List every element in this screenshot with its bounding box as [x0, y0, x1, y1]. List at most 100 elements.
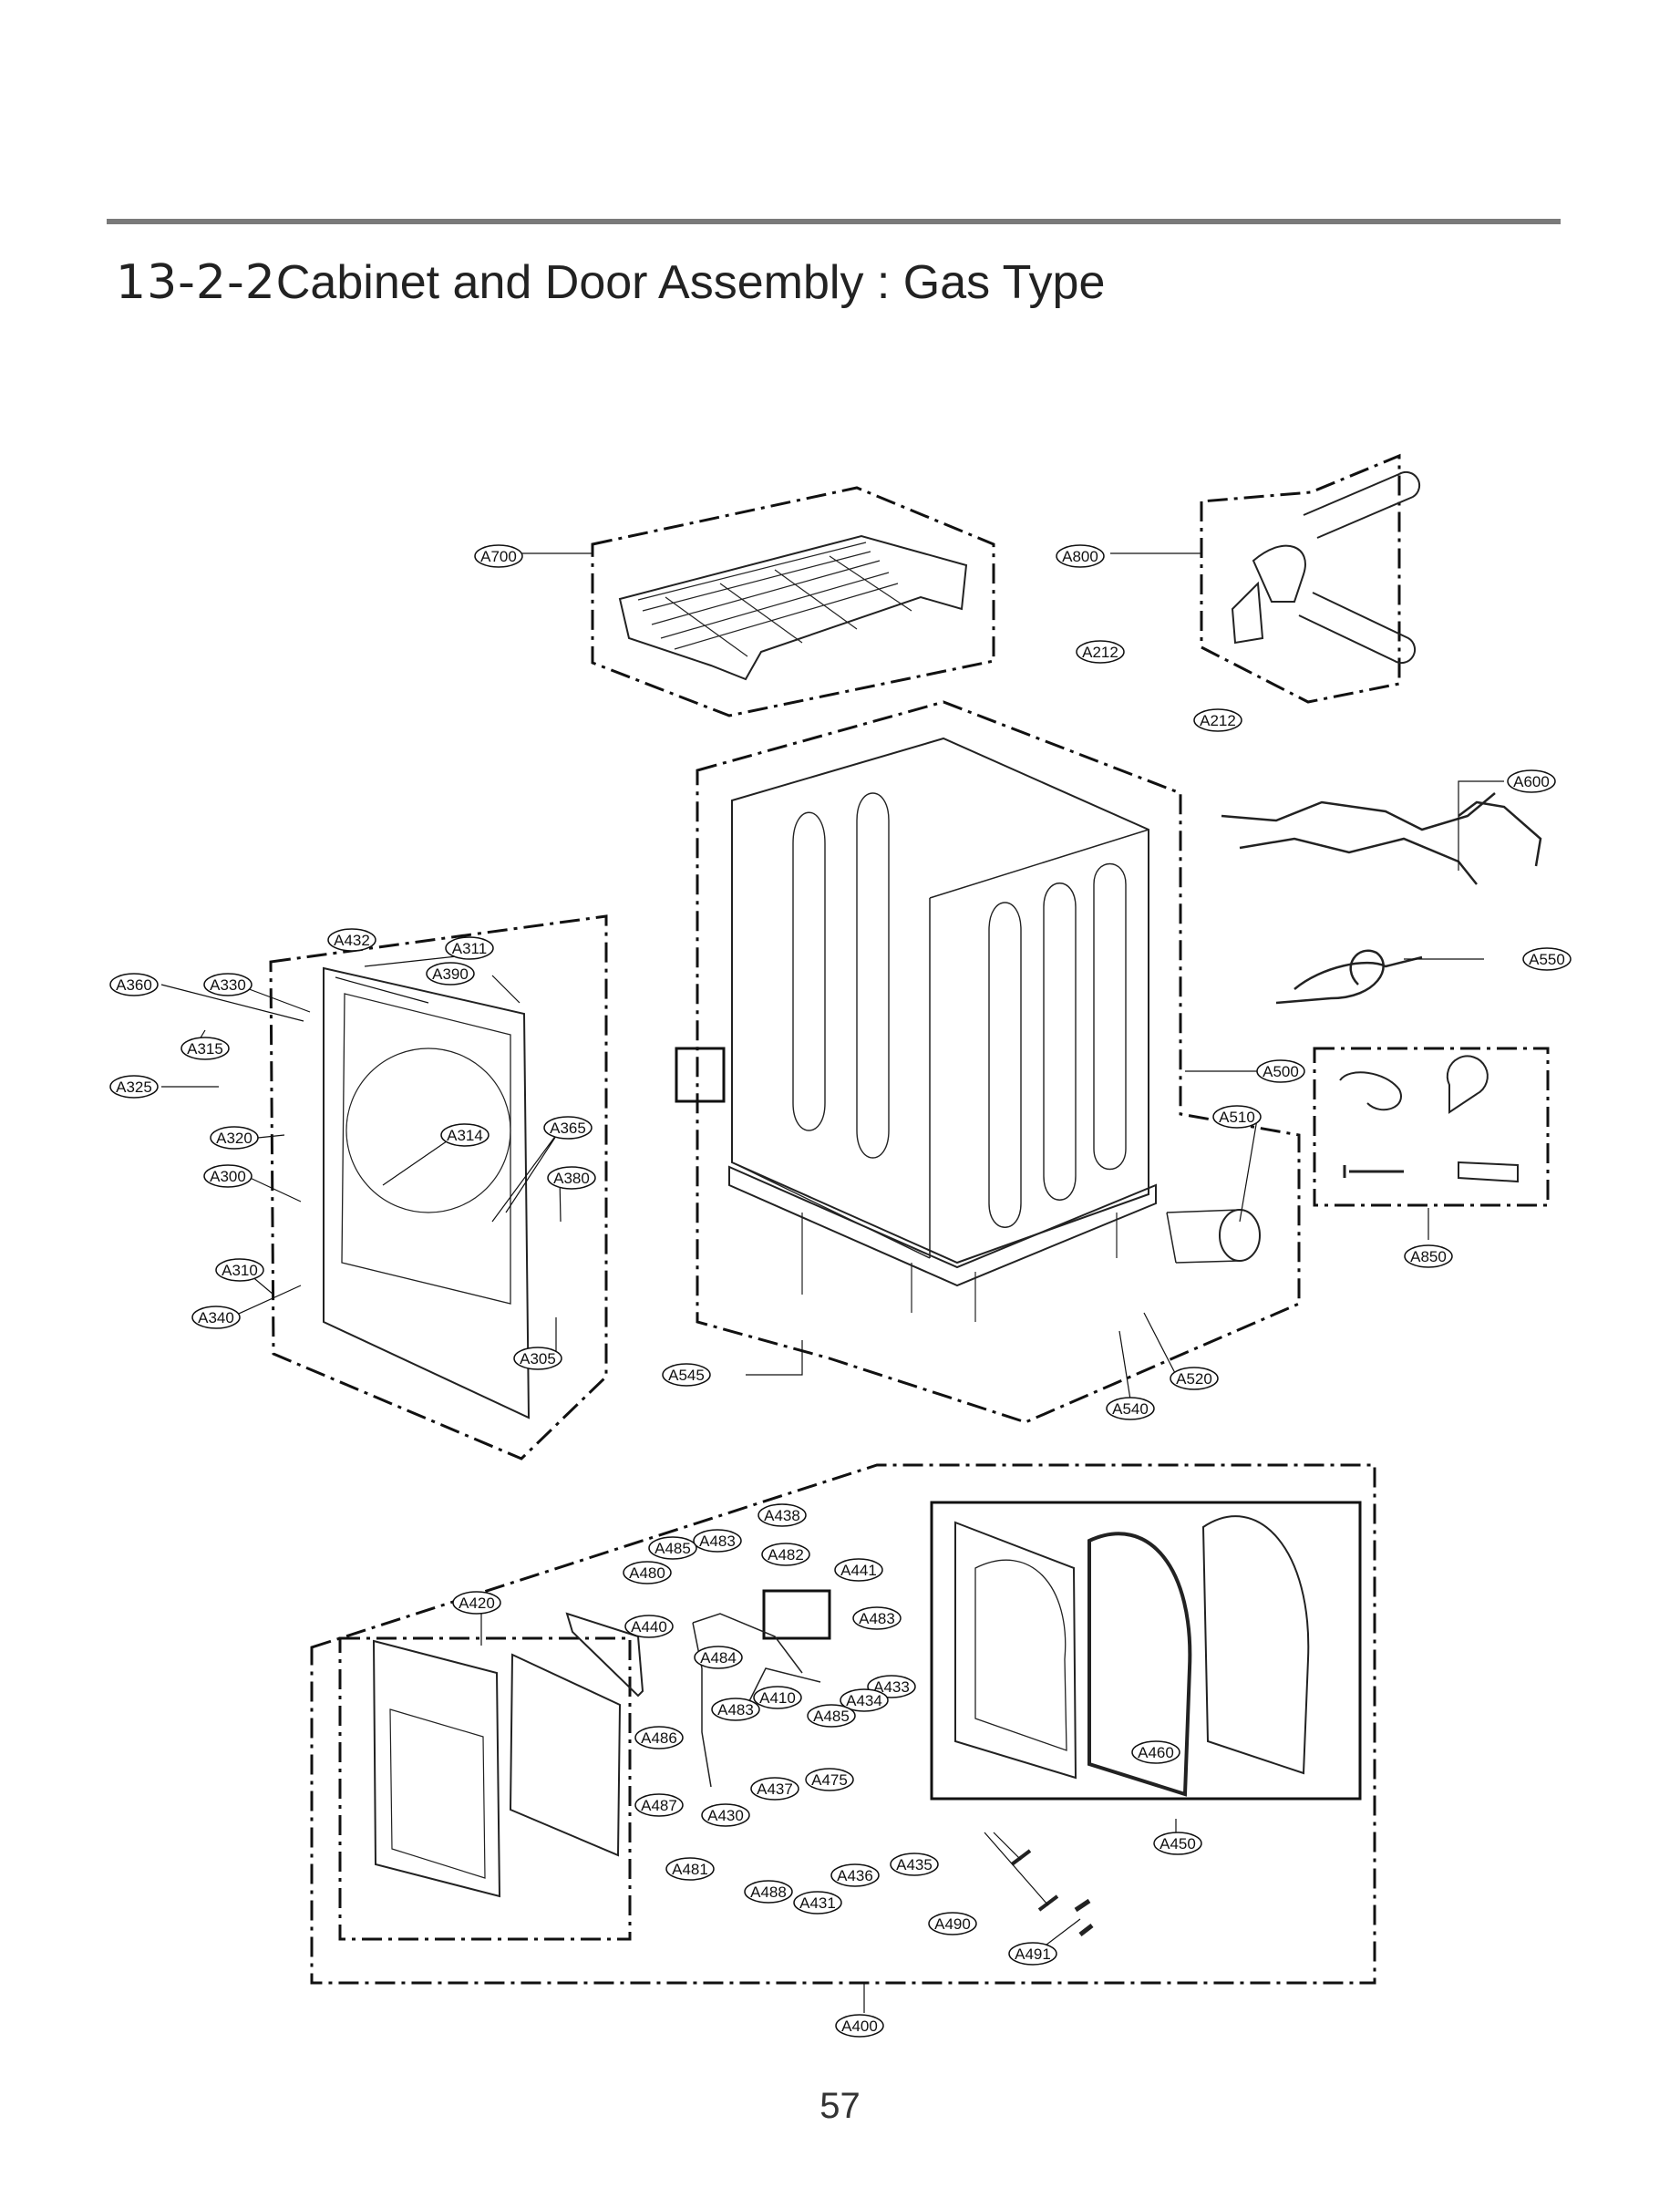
- callout-text: A435: [896, 1856, 933, 1873]
- callout-text: A441: [840, 1562, 877, 1579]
- callout-a483a: A483: [693, 1529, 742, 1553]
- callout-a483c: A483: [711, 1698, 760, 1721]
- callout-text: A520: [1176, 1370, 1212, 1388]
- callout-bubble: [109, 1075, 159, 1099]
- callout-bubble: [834, 1558, 883, 1582]
- callout-a850: A850: [1404, 1244, 1453, 1268]
- callout-text: A480: [629, 1564, 665, 1582]
- callout-bubble: [1522, 947, 1572, 971]
- callout-bubble: [840, 1688, 889, 1712]
- door-liner-part: [1201, 1515, 1310, 1775]
- callout-a500: A500: [1256, 1059, 1305, 1083]
- callout-text: A460: [1138, 1744, 1174, 1761]
- callout-bubble: [1404, 1244, 1453, 1268]
- callout-a330: A330: [203, 973, 253, 996]
- callout-text: A700: [480, 548, 517, 565]
- door-inner-border: [338, 1636, 632, 1941]
- callout-bubble: [890, 1853, 939, 1876]
- callout-text: A432: [334, 932, 370, 949]
- callout-text: A360: [116, 976, 152, 994]
- duct-elbow-part: [1252, 544, 1306, 603]
- callout-a483b: A483: [852, 1606, 902, 1630]
- door-latch-wires-part: [692, 1613, 821, 1788]
- callout-bubble: [452, 1591, 501, 1615]
- callout-text: A483: [717, 1701, 754, 1718]
- callout-bubble: [1076, 640, 1125, 664]
- callout-bubble: [711, 1698, 760, 1721]
- callout-a212a: A212: [1076, 640, 1125, 664]
- callout-bubble: [693, 1529, 742, 1553]
- callout-a440: A440: [624, 1615, 674, 1638]
- callout-a305: A305: [513, 1347, 562, 1370]
- top-panel-part: [618, 534, 968, 681]
- callout-a325: A325: [109, 1075, 159, 1099]
- callout-text: A340: [198, 1309, 234, 1326]
- callout-text: A390: [432, 965, 469, 983]
- callout-text: A486: [641, 1729, 677, 1747]
- harness-part: [1221, 792, 1542, 885]
- page-title: 13-2-2Cabinet and Door Assembly : Gas Ty…: [116, 255, 1105, 310]
- callout-bubble: [665, 1857, 715, 1881]
- kit-cord-part: [1339, 1071, 1402, 1111]
- callout-text: A433: [873, 1678, 910, 1696]
- callout-text: A485: [654, 1540, 691, 1557]
- callout-text: A550: [1529, 951, 1565, 968]
- callout-a431: A431: [793, 1891, 842, 1914]
- callout-text: A483: [859, 1610, 895, 1627]
- callout-bubble: [1131, 1740, 1180, 1764]
- callout-text: A491: [1015, 1945, 1051, 1963]
- callout-bubble: [852, 1606, 902, 1630]
- section-number: 13-2-2: [116, 255, 276, 310]
- callout-bubble: [1008, 1942, 1057, 1966]
- callout-text: A305: [520, 1350, 556, 1368]
- duct-pipe-upper-part: [1303, 470, 1421, 539]
- callout-a434: A434: [840, 1688, 889, 1712]
- door-gasket-part: [1087, 1532, 1192, 1797]
- callout-bubble: [830, 1863, 880, 1887]
- callout-a600: A600: [1507, 769, 1556, 793]
- callout-text: A540: [1112, 1400, 1149, 1418]
- callout-bubble: [474, 544, 523, 568]
- callout-bubble: [758, 1503, 807, 1527]
- callout-a485a: A485: [648, 1536, 697, 1560]
- callout-a540: A540: [1106, 1397, 1155, 1420]
- callout-text: A325: [116, 1079, 152, 1096]
- callout-a436: A436: [830, 1863, 880, 1887]
- duct-group-border: [1200, 453, 1401, 704]
- callout-a481: A481: [665, 1857, 715, 1881]
- callout-bubble: [761, 1543, 810, 1566]
- callout-a480: A480: [623, 1561, 672, 1584]
- callout-a485b: A485: [807, 1704, 856, 1728]
- callout-bubble: [1106, 1397, 1155, 1420]
- cabinet-body-part: [731, 737, 1149, 1264]
- callout-a435: A435: [890, 1853, 939, 1876]
- part-box-b: [762, 1589, 831, 1640]
- callout-bubble: [180, 1037, 230, 1060]
- door-back-plate-part: [954, 1521, 1077, 1780]
- callout-a300: A300: [203, 1164, 253, 1188]
- callout-text: A485: [813, 1708, 850, 1725]
- callout-bubble: [835, 2014, 884, 2038]
- callout-text: A311: [452, 940, 487, 957]
- callout-bubble: [1507, 769, 1556, 793]
- callout-bubble: [1212, 1105, 1262, 1129]
- callout-bubble: [750, 1777, 799, 1801]
- callout-text: A487: [641, 1797, 677, 1814]
- door-handle-part: [565, 1612, 644, 1698]
- callout-a314: A314: [440, 1123, 490, 1147]
- callout-bubble: [513, 1347, 562, 1370]
- front-panel-group-border: [269, 914, 608, 1460]
- callout-a340: A340: [191, 1306, 241, 1329]
- callout-bubble: [547, 1166, 596, 1190]
- door-frame-part: [372, 1639, 501, 1898]
- callout-bubble: [109, 973, 159, 996]
- callout-a311: A311: [445, 936, 494, 960]
- callout-bubble: [928, 1912, 977, 1935]
- callout-a212b: A212: [1193, 708, 1242, 732]
- callout-a800: A800: [1056, 544, 1105, 568]
- callout-a380: A380: [547, 1166, 596, 1190]
- callout-text: A212: [1200, 712, 1236, 729]
- callout-a437: A437: [750, 1777, 799, 1801]
- callout-text: A310: [222, 1262, 258, 1279]
